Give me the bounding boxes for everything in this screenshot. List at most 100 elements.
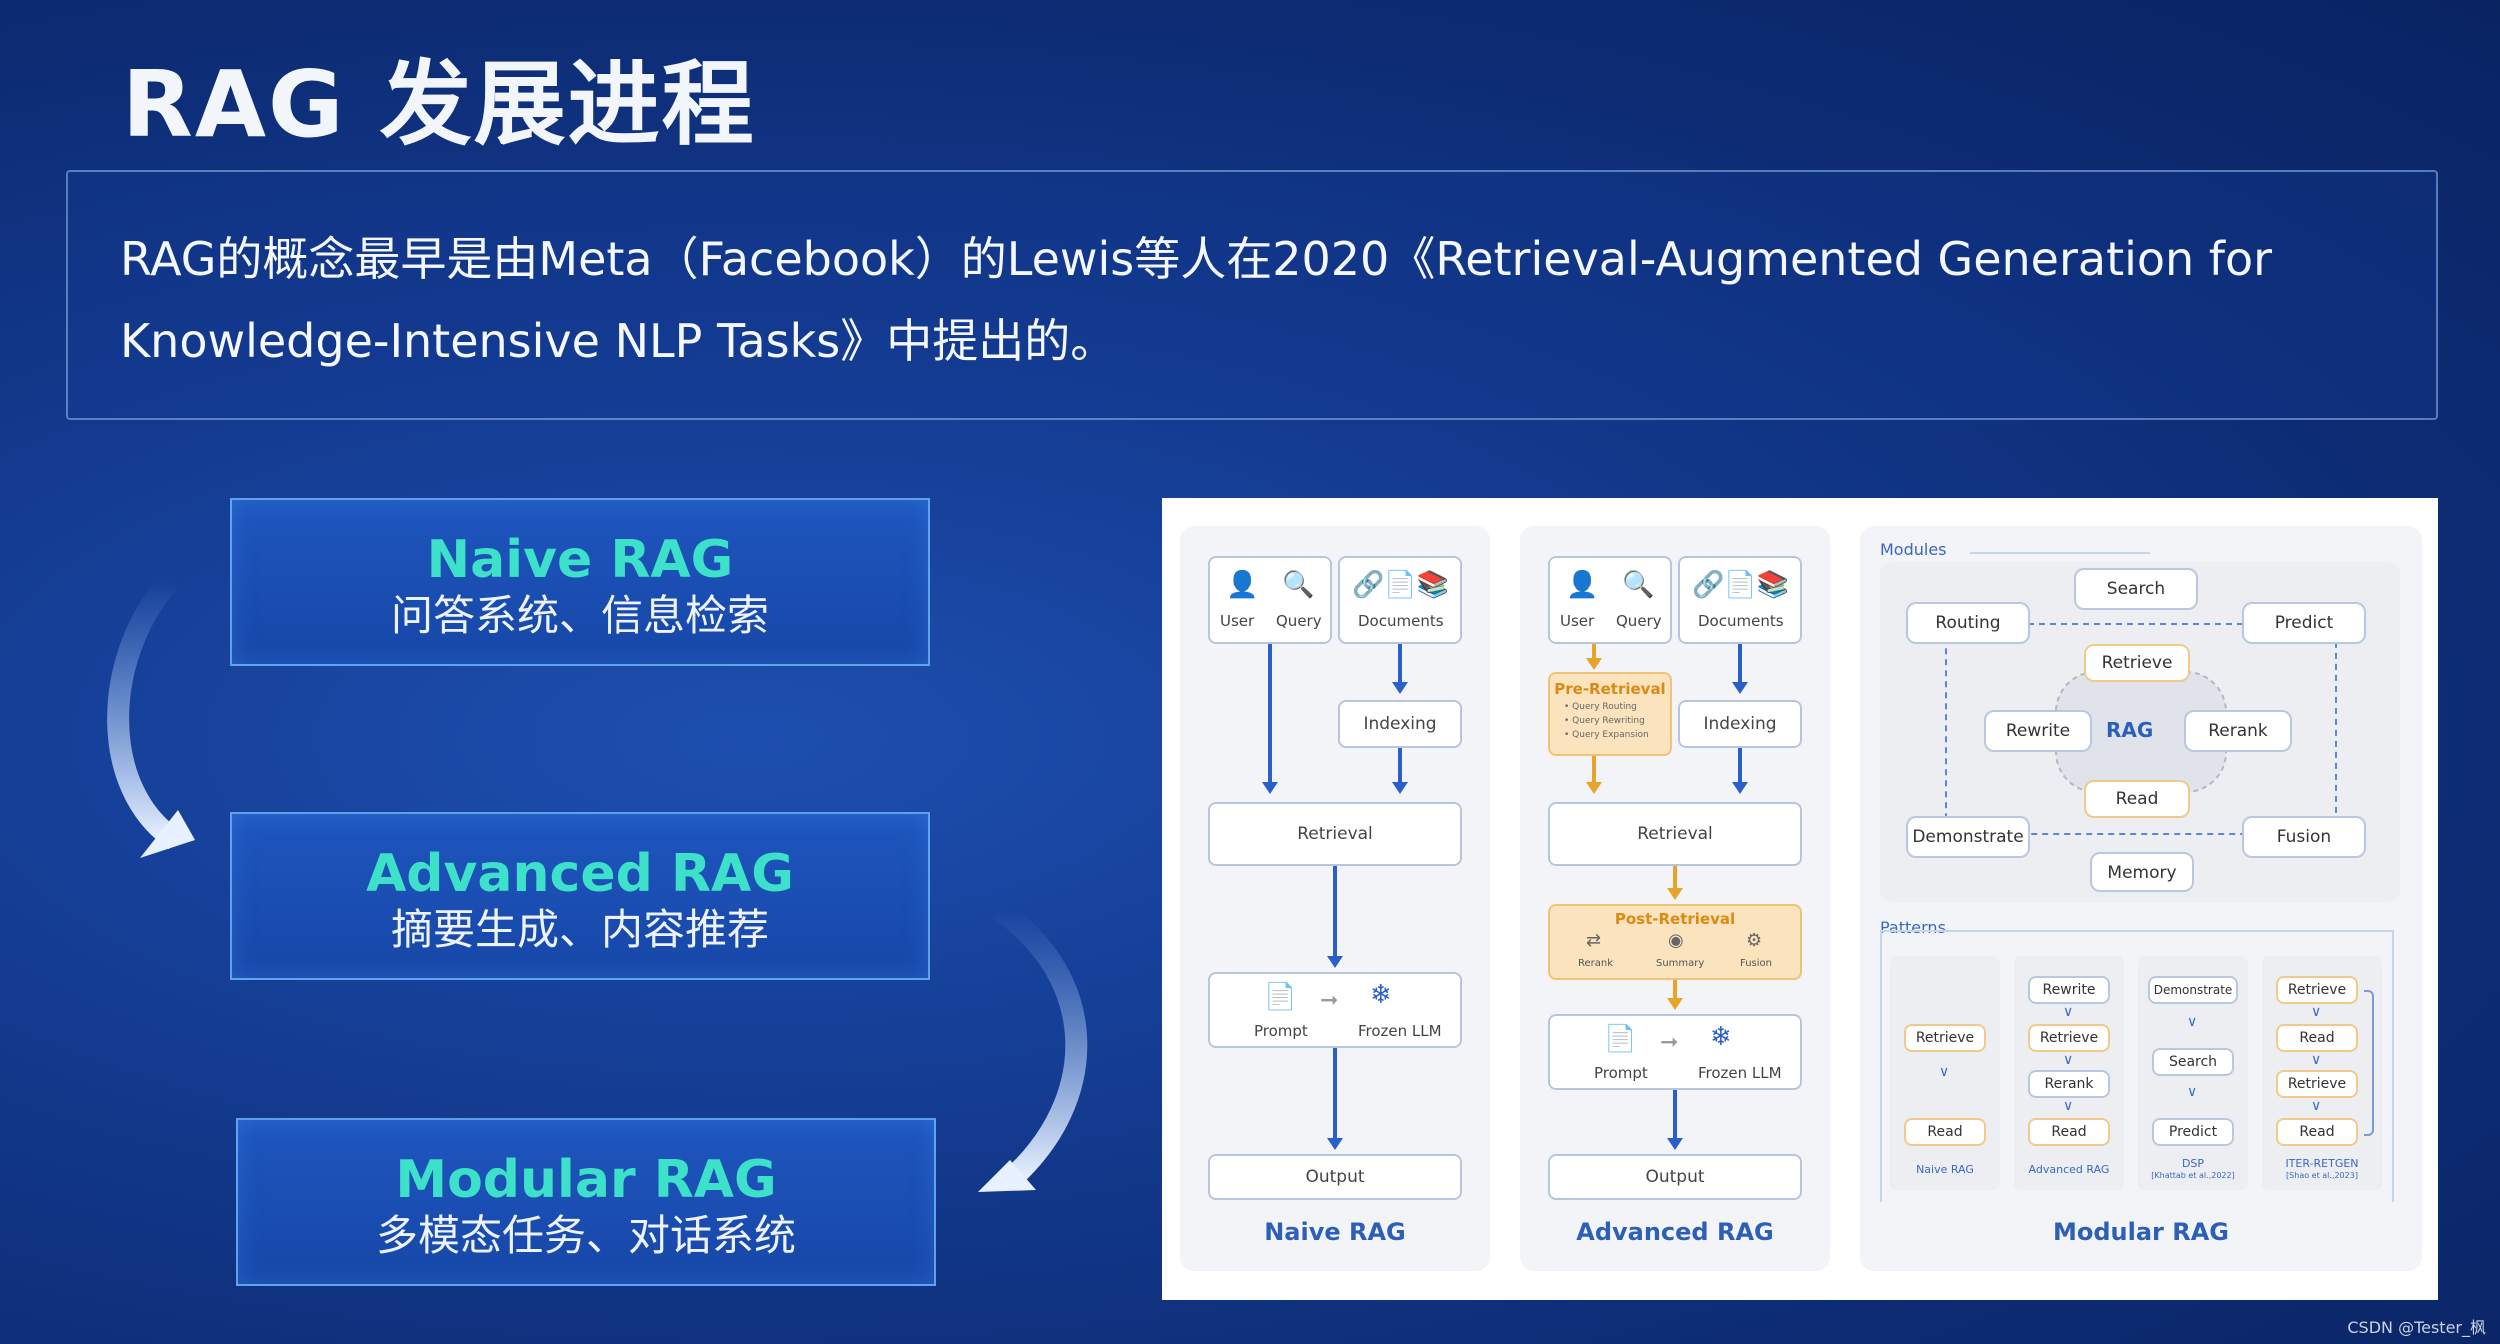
frozen-llm-label: Frozen LLM xyxy=(1698,1064,1782,1082)
connector xyxy=(1673,980,1677,1002)
module-rewrite: Rewrite xyxy=(1984,710,2092,752)
arrow xyxy=(1732,782,1748,794)
rag-paradigms-diagram: 👤 🔍 User Query 🔗📄📚 Documents Indexing Re… xyxy=(1162,498,2438,1300)
modules-title: Modules xyxy=(1880,540,1947,559)
module-memory: Memory xyxy=(2090,852,2194,892)
modules-divider xyxy=(1970,552,2150,554)
indexing-box: Indexing xyxy=(1338,700,1462,748)
pattern-step: Retrieve xyxy=(2028,1024,2110,1052)
output-box: Output xyxy=(1548,1154,1802,1200)
intro-text: RAG的概念最早是由Meta（Facebook）的Lewis等人在2020《Re… xyxy=(120,232,2273,368)
stage-name: Modular RAG xyxy=(395,1150,777,1210)
pattern-step: Rewrite xyxy=(2028,976,2110,1004)
arrow-advanced-to-modular xyxy=(993,900,1088,1189)
arrow-right-icon: ➞ xyxy=(1660,1030,1679,1055)
connector xyxy=(1738,644,1742,684)
prompt-icon: 📄 xyxy=(1604,1024,1637,1054)
stage-modular-rag: Modular RAG 多模态任务、对话系统 xyxy=(236,1118,936,1286)
module-label: Predict xyxy=(2274,613,2334,633)
summary-icon: ◉ xyxy=(1668,930,1684,951)
modular-column: Modules Search Routing Predict Retrieve … xyxy=(1860,526,2422,1271)
arrow xyxy=(1667,888,1683,900)
query-label: Query xyxy=(1616,612,1662,630)
arrow-head-1 xyxy=(140,810,195,858)
pattern-step: Retrieve xyxy=(2276,1070,2358,1098)
module-label: Demonstrate xyxy=(1912,827,2024,847)
connector xyxy=(1592,644,1596,662)
indexing-label: Indexing xyxy=(1703,714,1777,734)
arrow xyxy=(1667,998,1683,1010)
module-rag-center: RAG xyxy=(2106,718,2154,742)
connector xyxy=(1398,748,1402,786)
user-label: User xyxy=(1560,612,1595,630)
stage-naive-rag: Naive RAG 问答系统、信息检索 xyxy=(230,498,930,666)
arrow xyxy=(1327,1138,1343,1150)
chevron-down-icon: ∨ xyxy=(1939,1064,1950,1080)
pattern-name: Naive RAG xyxy=(1916,1163,1974,1176)
chevron-down-icon: ∨ xyxy=(2063,1098,2074,1114)
pre-retrieval-item: • Query Rewriting xyxy=(1564,716,1645,726)
pattern-step: Rerank xyxy=(2028,1070,2110,1098)
retrieval-box: Retrieval xyxy=(1208,802,1462,866)
user-label: User xyxy=(1220,612,1255,630)
arrow-head-2 xyxy=(978,1160,1036,1192)
intro-box: RAG的概念最早是由Meta（Facebook）的Lewis等人在2020《Re… xyxy=(66,170,2438,420)
arrow xyxy=(1586,782,1602,794)
pattern-step: Read xyxy=(1904,1118,1986,1146)
chevron-down-icon: ∨ xyxy=(2311,1098,2322,1114)
chevron-down-icon: ∨ xyxy=(2063,1052,2074,1068)
arrow-naive-to-advanced xyxy=(107,572,182,850)
module-predict: Predict xyxy=(2242,602,2366,644)
module-fusion: Fusion xyxy=(2242,816,2366,858)
post-retrieval-item: Fusion xyxy=(1740,958,1772,969)
query-icon: 🔍 xyxy=(1282,570,1315,600)
module-rerank: Rerank xyxy=(2184,710,2292,752)
module-read: Read xyxy=(2084,780,2190,818)
arrow xyxy=(1392,682,1408,694)
frozen-snowflake-icon: ❄ xyxy=(1710,1022,1732,1052)
module-label: Fusion xyxy=(2276,827,2332,847)
query-label: Query xyxy=(1276,612,1322,630)
module-label: Read xyxy=(2115,789,2159,809)
connector xyxy=(1673,866,1677,892)
fusion-icon: ⚙ xyxy=(1746,930,1763,951)
connector xyxy=(1333,866,1337,960)
documents-icon: 🔗📄📚 xyxy=(1352,570,1450,600)
retrieval-label: Retrieval xyxy=(1637,824,1713,844)
pattern-name: DSP xyxy=(2181,1157,2205,1170)
indexing-label: Indexing xyxy=(1363,714,1437,734)
flow-arrows xyxy=(107,572,1088,1192)
advanced-rag-label: Advanced RAG xyxy=(1576,1218,1774,1246)
documents-label: Documents xyxy=(1698,612,1784,630)
rerank-icon: ⇄ xyxy=(1586,930,1602,951)
query-icon: 🔍 xyxy=(1622,570,1655,600)
module-label: Memory xyxy=(2107,863,2177,883)
prompt-llm-box: 📄 ➞ ❄ Prompt Frozen LLM xyxy=(1208,972,1462,1048)
pre-retrieval-item: • Query Expansion xyxy=(1564,730,1649,740)
connector xyxy=(1592,756,1596,786)
arrow xyxy=(1392,782,1408,794)
chevron-down-icon: ∨ xyxy=(2187,1084,2198,1100)
frozen-snowflake-icon: ❄ xyxy=(1370,980,1392,1010)
connector xyxy=(1673,1090,1677,1142)
documents-icon: 🔗📄📚 xyxy=(1692,570,1790,600)
prompt-label: Prompt xyxy=(1254,1022,1308,1040)
naive-rag-label: Naive RAG xyxy=(1264,1218,1406,1246)
loop-back-line xyxy=(2364,990,2374,1136)
pattern-name: Advanced RAG xyxy=(2028,1163,2110,1176)
pattern-step: Retrieve xyxy=(2276,976,2358,1004)
pattern-step: Retrieve xyxy=(1904,1024,1986,1052)
output-box: Output xyxy=(1208,1154,1462,1200)
indexing-box: Indexing xyxy=(1678,700,1802,748)
page-title: RAG 发展进程 xyxy=(122,51,756,158)
module-label: Rerank xyxy=(2208,721,2268,741)
stage-name: Naive RAG xyxy=(426,530,734,590)
post-retrieval-box: Post-Retrieval ⇄ ◉ ⚙ Rerank Summary Fusi… xyxy=(1548,904,1802,980)
patterns-bracket xyxy=(1880,930,2394,1202)
stage-desc: 摘要生成、内容推荐 xyxy=(390,905,769,954)
stage-name: Advanced RAG xyxy=(366,844,794,904)
pre-retrieval-box: Pre-Retrieval • Query Routing • Query Re… xyxy=(1548,672,1672,756)
pattern-name: ITER-RETGEN xyxy=(2285,1157,2359,1170)
documents-box: 🔗📄📚 Documents xyxy=(1678,556,1802,644)
arrow xyxy=(1667,1138,1683,1150)
